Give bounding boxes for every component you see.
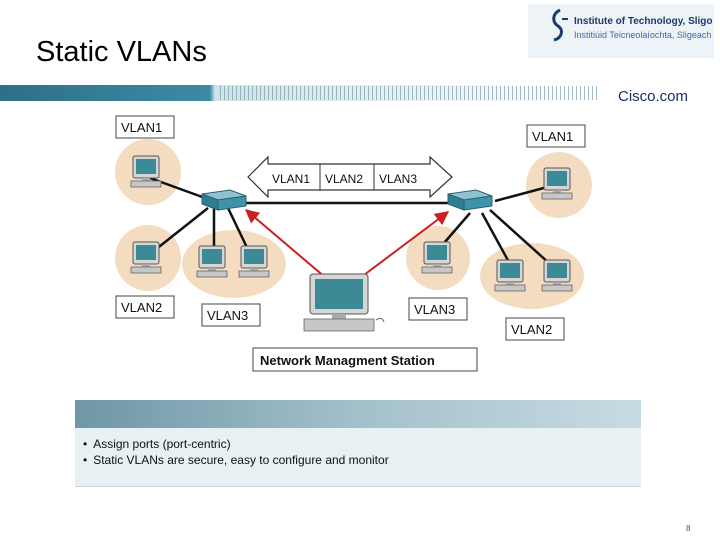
- svg-text:VLAN1: VLAN1: [532, 129, 573, 144]
- svg-text:VLAN1: VLAN1: [121, 120, 162, 135]
- logo-line-english: Institute of Technology, Sligo: [574, 16, 713, 27]
- slide-title: Static VLANs: [36, 36, 207, 68]
- trunk-label-vlan1: VLAN1: [272, 172, 310, 186]
- notes-item: Assign ports (port-centric): [83, 436, 389, 452]
- right-vlan1-pc-icon: [541, 167, 573, 200]
- label-box-left-vlan3: VLAN3: [201, 303, 261, 327]
- trunk-arrow: [247, 155, 453, 199]
- label-box-right-vlan3: VLAN3: [408, 297, 468, 321]
- left-vlan3-pc-icon: [238, 245, 270, 278]
- management-arrow-left: [244, 209, 327, 279]
- notes-list: Assign ports (port-centric) Static VLANs…: [83, 436, 389, 468]
- left-vlan3-pc-icon: [196, 245, 228, 278]
- trunk-label-vlan3: VLAN3: [379, 172, 417, 186]
- trunk-label-vlan2: VLAN2: [325, 172, 363, 186]
- label-box-left-vlan2: VLAN2: [115, 295, 175, 319]
- logo-line-irish: Institiúid Teicneolaíochta, Sligeach: [574, 30, 712, 40]
- label-box-left-vlan1: VLAN1: [115, 115, 175, 139]
- notes-body: Assign ports (port-centric) Static VLANs…: [75, 428, 641, 487]
- right-vlan2-pc-icon: [494, 259, 526, 292]
- station-label-box: Network Managment Station: [252, 347, 478, 372]
- cisco-brand: Cisco.com: [618, 88, 689, 105]
- left-vlan1-pc-icon: [130, 155, 162, 188]
- page-number: 8: [686, 524, 691, 533]
- svg-text:VLAN3: VLAN3: [207, 308, 248, 323]
- left-vlan2-pc-icon: [130, 241, 162, 274]
- label-box-right-vlan1: VLAN1: [526, 124, 586, 148]
- right-switch-icon: [447, 189, 493, 211]
- svg-text:VLAN2: VLAN2: [121, 300, 162, 315]
- header-band-stripes: [220, 86, 600, 100]
- notes-panel: Assign ports (port-centric) Static VLANs…: [75, 400, 641, 487]
- institute-logo-icon: [552, 8, 568, 42]
- notes-header-bar: [75, 400, 641, 428]
- notes-item: Static VLANs are secure, easy to configu…: [83, 452, 388, 468]
- svg-text:VLAN2: VLAN2: [511, 322, 552, 337]
- right-vlan3-pc-icon: [421, 241, 453, 274]
- logo-background: [528, 4, 714, 58]
- left-switch-icon: [201, 189, 247, 211]
- label-box-right-vlan2: VLAN2: [505, 317, 565, 341]
- management-arrow-right: [359, 211, 450, 279]
- management-station-icon: [303, 273, 385, 332]
- right-vlan2-pc-icon: [541, 259, 573, 292]
- vlan-diagram: VLAN1 VLAN2 VLAN3 VLAN1 VLAN1 VLAN2 VLAN…: [115, 115, 592, 372]
- pc-cloud: [182, 230, 286, 298]
- svg-text:Network Managment Station: Network Managment Station: [260, 353, 435, 368]
- svg-text:VLAN3: VLAN3: [414, 302, 455, 317]
